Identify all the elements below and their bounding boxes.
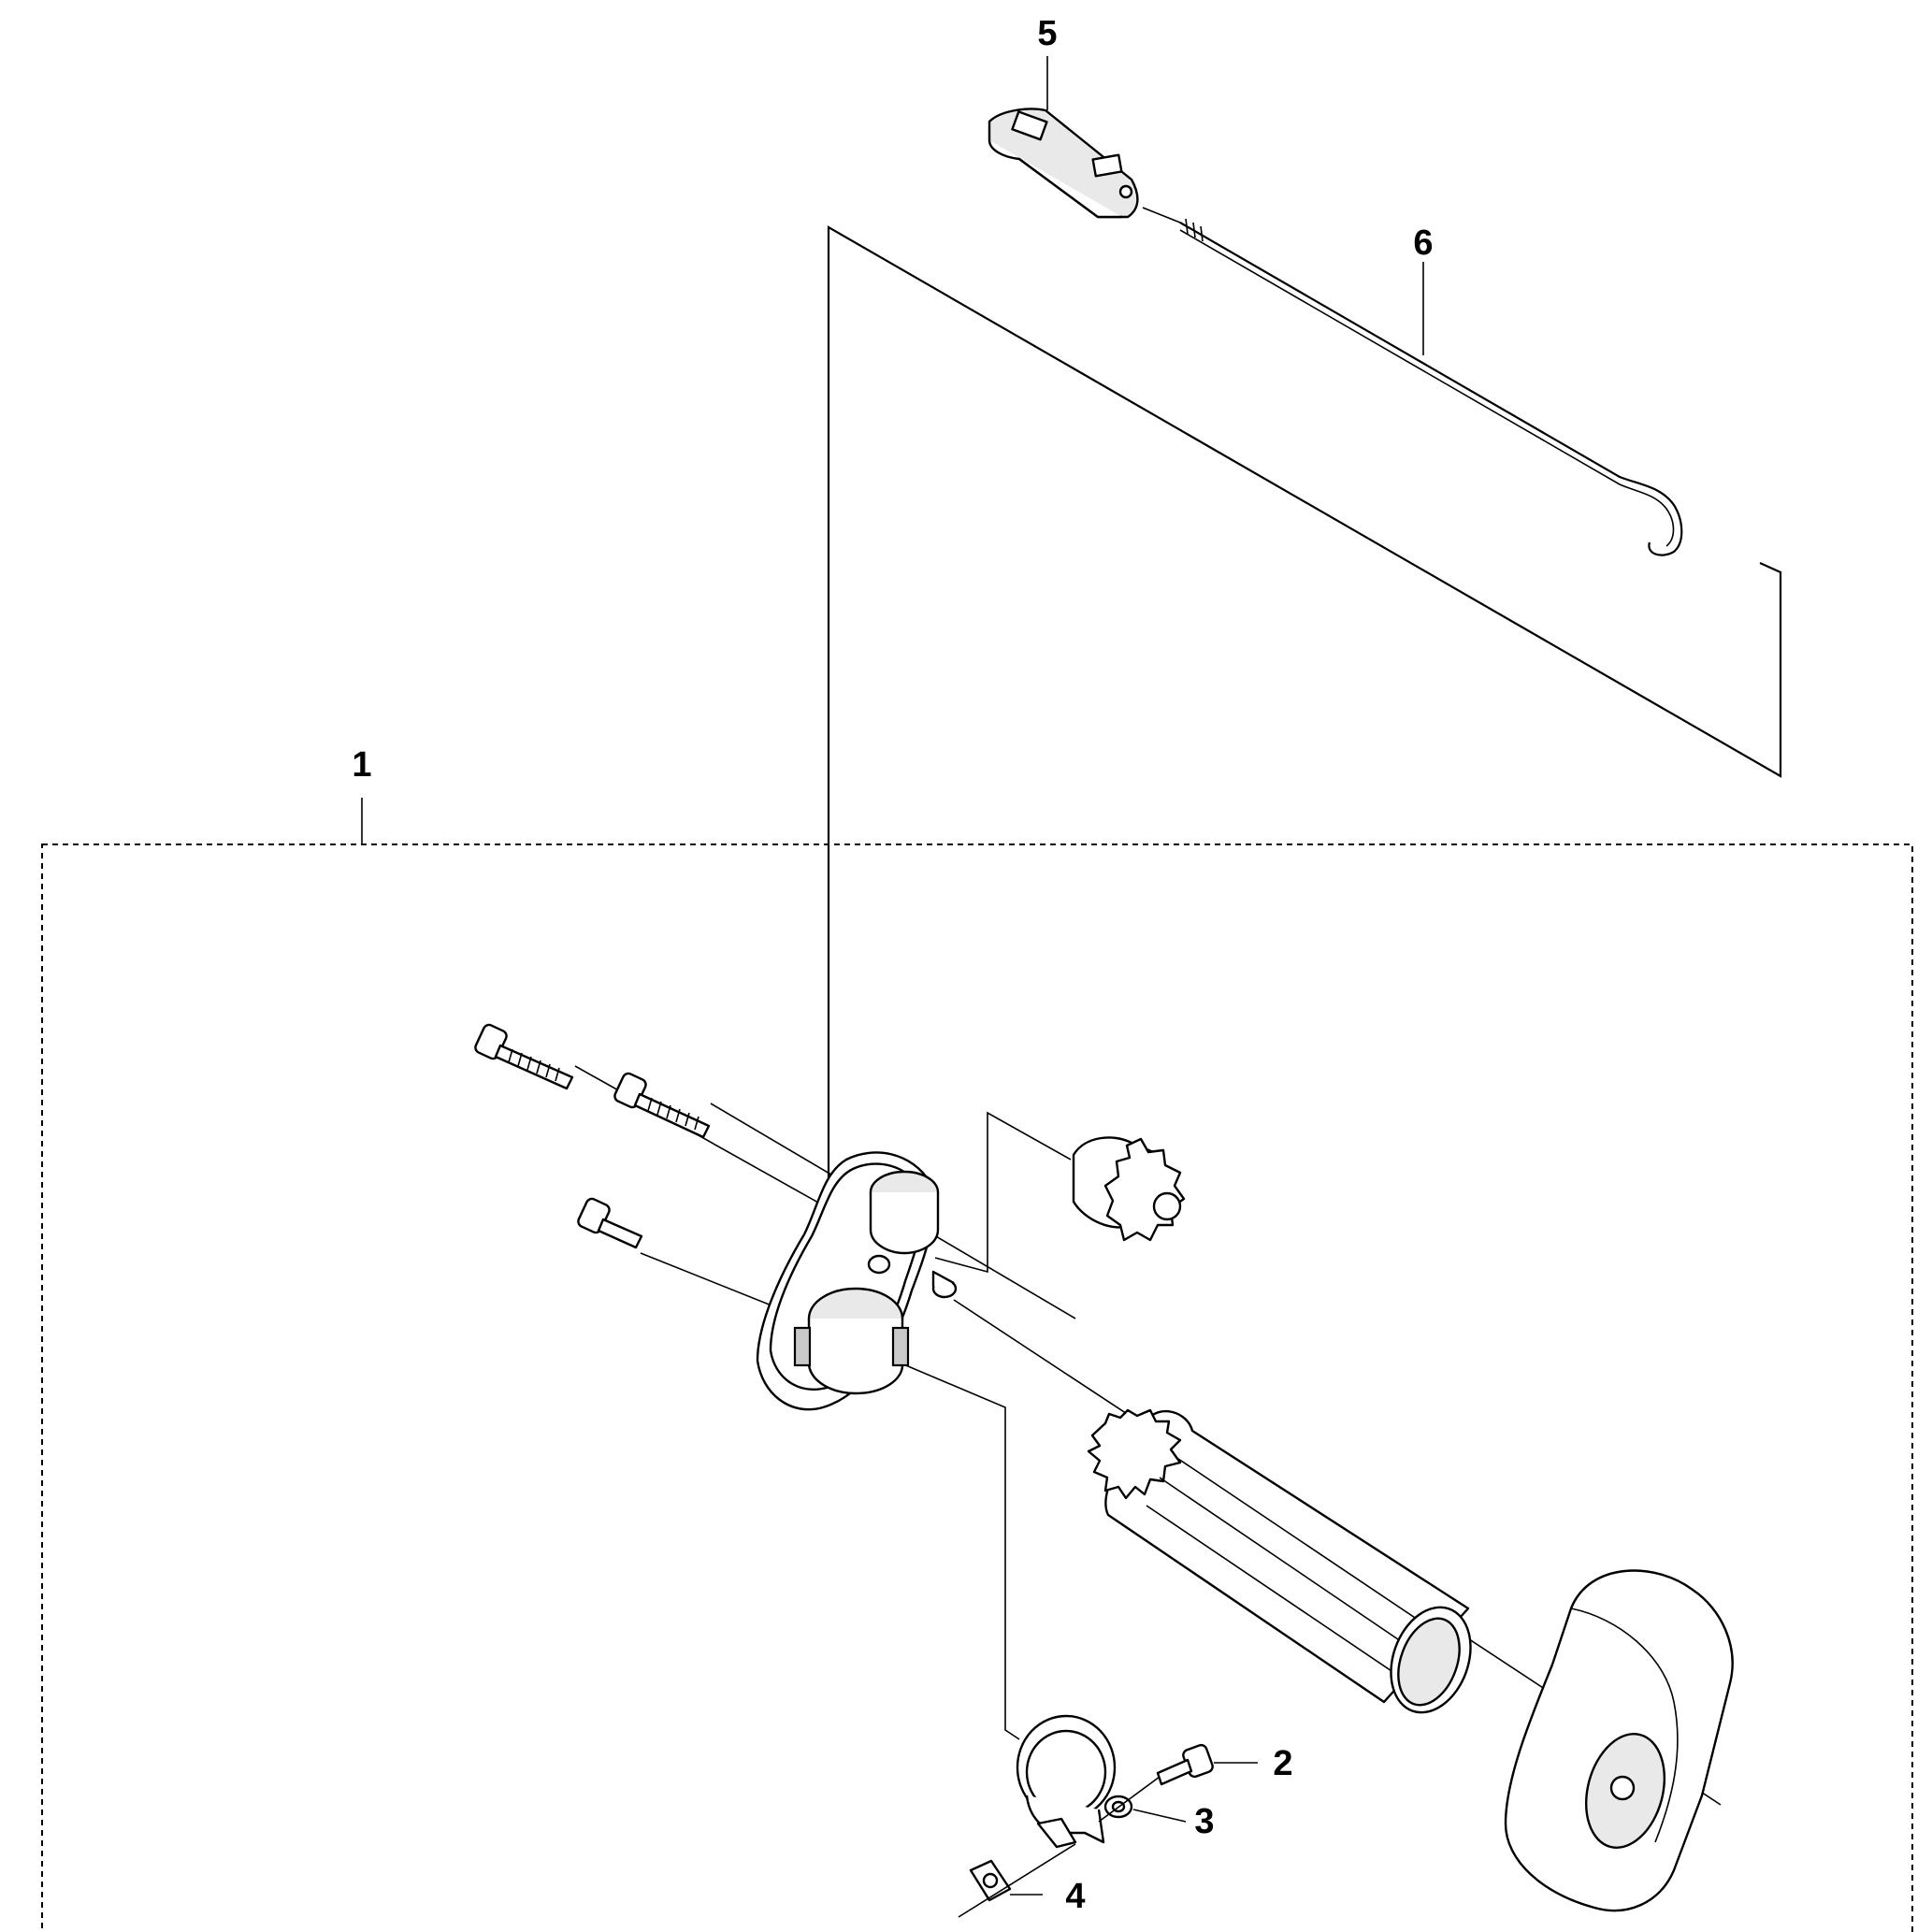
axis-line-top-screw <box>574 1065 843 1217</box>
clamp-axis-line <box>1098 1776 1161 1823</box>
screw-short <box>577 1197 643 1249</box>
bracket-plate <box>756 1151 958 1411</box>
callout-3: 3 <box>1194 1802 1214 1841</box>
callout-5: 5 <box>1037 14 1057 53</box>
callout-6: 6 <box>1413 223 1433 263</box>
callout-4: 4 <box>1065 1877 1085 1916</box>
nut-axis-line <box>958 1843 1076 1918</box>
screw-long-2 <box>613 1072 711 1139</box>
callout-1: 1 <box>352 745 371 785</box>
assembly-group-boundary <box>41 843 1913 1932</box>
clamp-ring <box>1016 1714 1117 1849</box>
part-2-screw <box>1156 1743 1214 1786</box>
part-6-wire-rod <box>1142 207 1683 556</box>
part-4-nut <box>969 1859 1012 1902</box>
axis-line-clamp-offset <box>883 1355 1020 1740</box>
callout-3-leader <box>1132 1809 1187 1823</box>
grip-tube <box>1087 1408 1472 1714</box>
part-5-clip <box>988 108 1139 219</box>
callout-2: 2 <box>1273 1744 1292 1783</box>
axis-line-gear-offset <box>934 1111 1072 1274</box>
reference-frame-upper <box>827 225 1782 1180</box>
end-cap-knob <box>1504 1569 1734 1912</box>
screw-long-1 <box>474 1023 574 1090</box>
small-gear <box>1072 1136 1186 1242</box>
